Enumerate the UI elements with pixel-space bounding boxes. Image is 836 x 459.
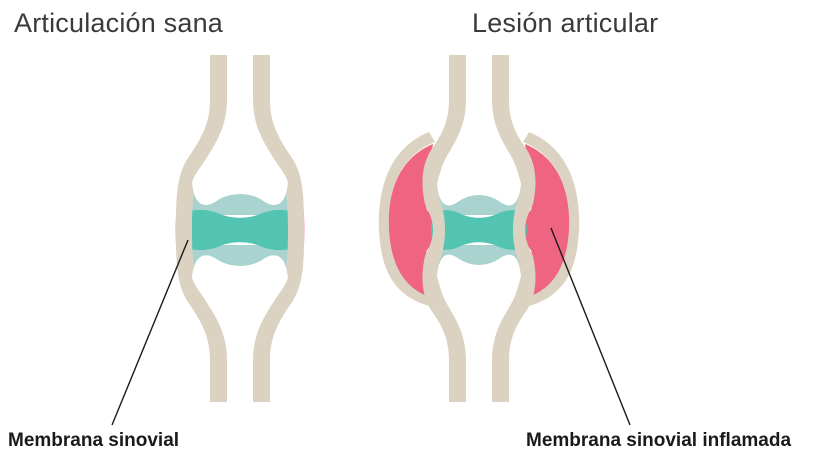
healthy-joint	[112, 55, 305, 425]
injured-joint	[379, 55, 630, 425]
healthy-synovial-fluid	[182, 210, 298, 250]
inflamed-membrane-label: Membrana sinovial inflamada	[526, 430, 791, 452]
healthy-membrane-label: Membrana sinovial	[8, 430, 179, 452]
healthy-membrane-pointer	[112, 240, 188, 425]
injured-synovial-fluid	[431, 210, 527, 249]
inflamed-membrane-pointer	[551, 228, 630, 425]
